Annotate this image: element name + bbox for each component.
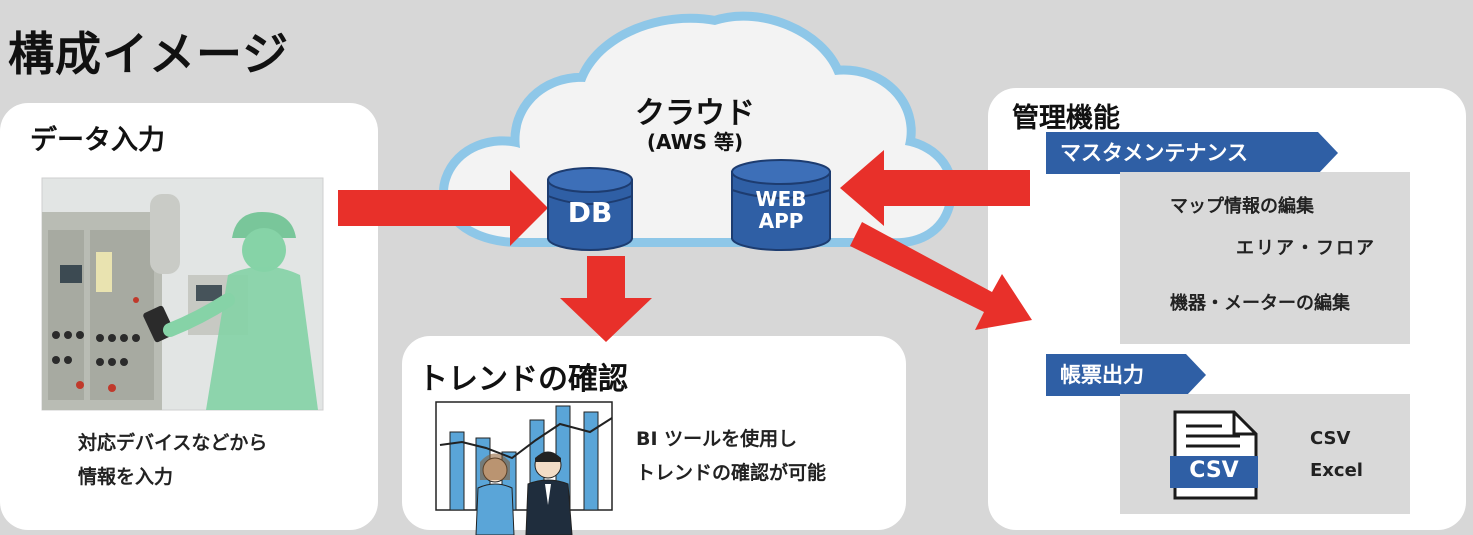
cloud-sublabel: (AWS 等): [646, 130, 744, 154]
trend-text-line2: トレンドの確認が可能: [636, 462, 827, 484]
factory-operator-illustration: [41, 177, 324, 411]
arrow-db-to-trend: [560, 256, 652, 342]
report-item-excel: Excel: [1310, 460, 1363, 481]
master-maintenance-box: [1120, 172, 1410, 344]
data-input-text-line2: 情報を入力: [78, 466, 174, 488]
report-output-ribbon: 帳票出力: [1046, 354, 1206, 396]
trend-heading: トレンドの確認: [418, 362, 628, 397]
arrow-app-to-admin: [850, 222, 1032, 330]
data-input-heading: データ入力: [30, 125, 165, 156]
csv-icon-label: CSV: [1189, 458, 1239, 483]
report-output-box: [1120, 394, 1410, 514]
arrow-admin-to-app: [840, 150, 1030, 226]
master-item-map: マップ情報の編集: [1170, 196, 1314, 217]
webapp-cylinder: [731, 159, 831, 251]
master-item-area: エリア・フロア: [1236, 238, 1376, 259]
trend-chart-illustration: [435, 401, 613, 535]
trend-text-line1: BI ツールを使用し: [636, 428, 798, 450]
data-input-text-line1: 対応デバイスなどから: [78, 432, 268, 454]
master-item-equipment: 機器・メーターの編集: [1170, 293, 1350, 314]
cloud-label: クラウド: [635, 96, 755, 131]
webapp-label-line2: APP: [758, 209, 804, 233]
csv-file-icon-overlay: [1170, 410, 1258, 500]
page-title: 構成イメージ: [8, 27, 290, 81]
webapp-label-line1: WEB: [755, 187, 807, 211]
arrow-input-to-db: [338, 170, 548, 246]
report-item-csv: CSV: [1310, 428, 1351, 449]
db-label: DB: [567, 196, 613, 229]
admin-heading: 管理機能: [1012, 103, 1120, 134]
db-cylinder: [547, 167, 633, 251]
master-maintenance-ribbon: マスタメンテナンス: [1046, 132, 1338, 174]
